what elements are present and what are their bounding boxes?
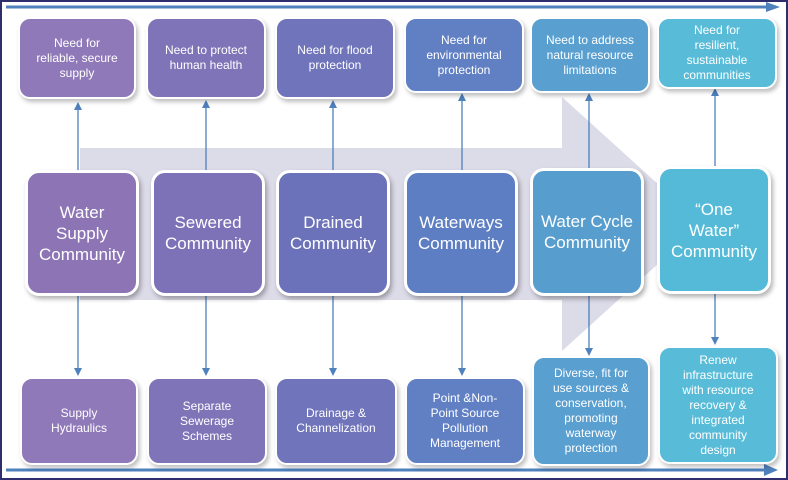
- response-label: Renew infrastructure with resource recov…: [682, 352, 754, 457]
- need-label: Need for flood protection: [297, 43, 373, 72]
- stage-label: Water Cycle Community: [541, 212, 633, 252]
- need-box-2: Need to protect human health: [146, 17, 266, 99]
- stage-box-sewered: Sewered Community: [151, 170, 265, 296]
- need-label: Need to address natural resource limitat…: [545, 32, 635, 77]
- need-label: Need for reliable, secure supply: [36, 35, 118, 80]
- response-label: Diverse, fit for use sources & conservat…: [552, 366, 630, 455]
- top-timeline-arrowhead: [766, 2, 780, 12]
- stage-box-waterways: Waterways Community: [404, 170, 518, 296]
- need-label: Need to protect human health: [164, 43, 248, 72]
- response-box-2: Separate Sewerage Schemes: [147, 377, 267, 465]
- stage-label: Water Supply Community: [39, 202, 125, 264]
- response-label: Supply Hydraulics: [50, 406, 107, 435]
- response-box-6: Renew infrastructure with resource recov…: [658, 346, 778, 464]
- stage-label: Sewered Community: [165, 213, 251, 253]
- stage-box-water-cycle: Water Cycle Community: [530, 168, 644, 296]
- need-box-5: Need to address natural resource limitat…: [530, 17, 650, 93]
- stage-box-one-water: “One Water” Community: [657, 166, 771, 294]
- need-label: Need for resilient, sustainable communit…: [683, 23, 751, 82]
- stage-label: “One Water” Community: [671, 199, 757, 261]
- response-box-5: Diverse, fit for use sources & conservat…: [532, 356, 650, 466]
- need-box-1: Need for reliable, secure supply: [18, 17, 136, 99]
- stage-label: Waterways Community: [418, 213, 504, 253]
- stage-box-water-supply: Water Supply Community: [25, 170, 139, 296]
- response-box-3: Drainage & Channelization: [275, 377, 397, 465]
- need-label: Need for environmental protection: [426, 32, 502, 77]
- bottom-timeline-arrowhead: [764, 464, 778, 476]
- need-box-6: Need for resilient, sustainable communit…: [657, 17, 777, 89]
- stage-box-drained: Drained Community: [276, 170, 390, 296]
- response-label: Point &Non- Point Source Pollution Manag…: [429, 391, 501, 450]
- response-label: Drainage & Channelization: [296, 406, 376, 435]
- response-box-1: Supply Hydraulics: [20, 377, 138, 465]
- need-box-4: Need for environmental protection: [404, 17, 524, 93]
- response-label: Separate Sewerage Schemes: [179, 398, 235, 443]
- response-box-4: Point &Non- Point Source Pollution Manag…: [405, 377, 525, 465]
- need-box-3: Need for flood protection: [275, 17, 395, 99]
- stage-label: Drained Community: [290, 213, 376, 253]
